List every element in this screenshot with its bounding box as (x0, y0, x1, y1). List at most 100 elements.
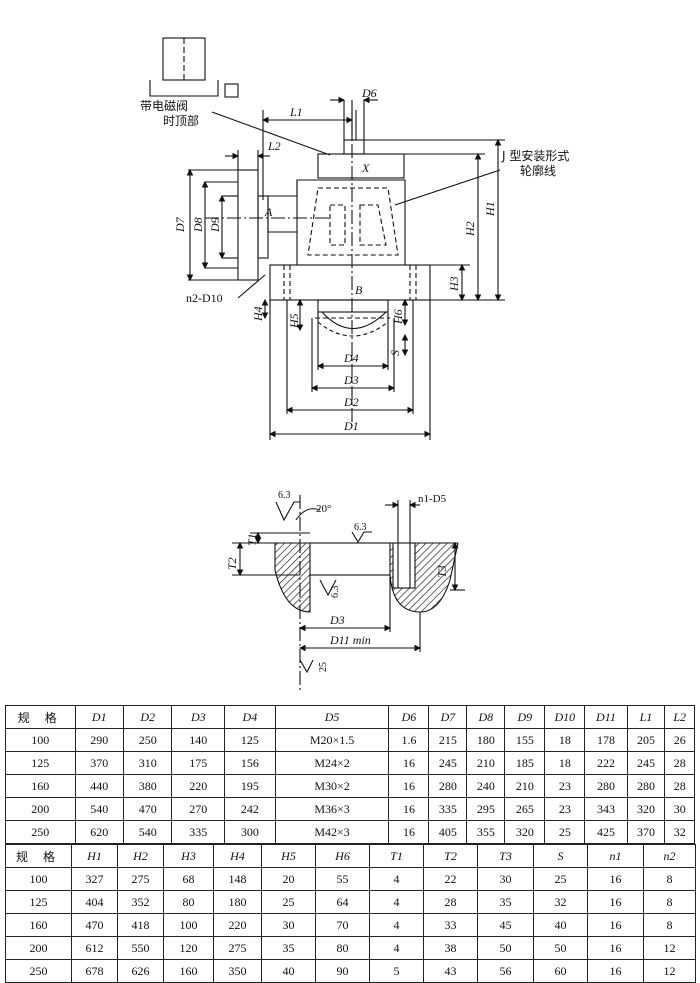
table-cell: 405 (428, 820, 468, 844)
table-cell: 275 (213, 936, 262, 960)
label-l2: L2 (267, 139, 281, 153)
table-cell: 26 (664, 728, 695, 752)
table-cell: 245 (626, 751, 666, 775)
table-cell: 200 (5, 797, 76, 821)
table2-header-cell: H5 (261, 844, 316, 868)
table-cell: M20×1.5 (274, 728, 390, 752)
table-cell: 275 (117, 867, 164, 891)
table-cell: 210 (466, 751, 506, 775)
label-d1: D1 (343, 419, 359, 433)
table-cell: 155 (504, 728, 546, 752)
table-cell: 60 (533, 959, 588, 983)
table-cell: 4 (369, 867, 424, 891)
technical-drawing: 带电磁阀 时顶部 J 型安装形式 轮廓线 D6 L1 L2 X A B D7 D… (140, 37, 569, 690)
table1-header-cell: D7 (428, 705, 468, 729)
table1-header-cell: D11 (584, 705, 628, 729)
table-cell: 156 (224, 751, 276, 775)
table-cell: M36×3 (274, 797, 390, 821)
label-d6: D6 (361, 86, 377, 100)
table-cell: 30 (477, 867, 534, 891)
table-cell: 440 (74, 774, 124, 798)
table-cell: 16 (587, 959, 644, 983)
table-cell: 470 (71, 913, 118, 937)
table-cell: 100 (5, 728, 76, 752)
table-cell: 327 (71, 867, 118, 891)
table-cell: 550 (117, 936, 164, 960)
table-cell: 178 (584, 728, 628, 752)
table-cell: 240 (466, 774, 506, 798)
table-cell: 125 (224, 728, 276, 752)
label-d7: D7 (173, 216, 187, 233)
table-cell: 310 (122, 751, 173, 775)
label-h5: H5 (287, 313, 301, 329)
table1-header-cell: D9 (504, 705, 546, 729)
table-cell: 80 (315, 936, 370, 960)
table-cell: 678 (71, 959, 118, 983)
table-cell: 35 (261, 936, 316, 960)
table-cell: 43 (423, 959, 478, 983)
label-a: A (264, 205, 273, 219)
table-cell: 270 (171, 797, 226, 821)
table-cell: 140 (171, 728, 226, 752)
table-cell: 56 (477, 959, 534, 983)
label-l1: L1 (289, 105, 303, 119)
table-cell: 470 (122, 797, 173, 821)
table-cell: 35 (477, 890, 534, 914)
table-cell: 30 (664, 797, 695, 821)
table-cell: 16 (388, 774, 430, 798)
table-cell: 16 (587, 890, 644, 914)
table-cell: 242 (224, 797, 276, 821)
table-cell: 23 (544, 774, 586, 798)
table-cell: 160 (5, 913, 72, 937)
table-cell: 38 (423, 936, 478, 960)
label-d3: D3 (343, 373, 359, 387)
table-cell: 100 (5, 867, 72, 891)
table-cell: 250 (5, 820, 76, 844)
table-cell: 25 (533, 867, 588, 891)
table-cell: 45 (477, 913, 534, 937)
table-cell: 25 (261, 890, 316, 914)
table-cell: 125 (5, 890, 72, 914)
label-t3: T3 (435, 565, 449, 578)
label-d9: D9 (208, 217, 222, 233)
table2-header-cell: 规 格 (5, 844, 72, 868)
table1-header-cell: D5 (274, 705, 390, 729)
table-cell: 185 (504, 751, 546, 775)
table-cell: 245 (428, 751, 468, 775)
table-cell: 8 (643, 913, 696, 937)
table2-header-cell: H3 (163, 844, 214, 868)
label-b: B (355, 283, 363, 297)
table-cell: 32 (664, 820, 695, 844)
table2-header-cell: n1 (587, 844, 644, 868)
table-cell: 335 (428, 797, 468, 821)
table-cell: 352 (117, 890, 164, 914)
table2-header-cell: n2 (643, 844, 696, 868)
table2-header-cell: H2 (117, 844, 164, 868)
table-cell: 4 (369, 890, 424, 914)
table-cell: 343 (584, 797, 628, 821)
table-cell: 350 (213, 959, 262, 983)
table-cell: M30×2 (274, 774, 390, 798)
table-cell: 335 (171, 820, 226, 844)
table-cell: 90 (315, 959, 370, 983)
table-cell: 380 (122, 774, 173, 798)
table-cell: 16 (388, 751, 430, 775)
table-cell: 355 (466, 820, 506, 844)
table-cell: 5 (369, 959, 424, 983)
table-cell: 290 (74, 728, 124, 752)
table-cell: 68 (163, 867, 214, 891)
table-cell: 8 (643, 890, 696, 914)
table-cell: 222 (584, 751, 628, 775)
label-rough-1: 6.3 (278, 490, 291, 501)
label-rough-4: 25 (318, 662, 329, 672)
table-cell: 120 (163, 936, 214, 960)
